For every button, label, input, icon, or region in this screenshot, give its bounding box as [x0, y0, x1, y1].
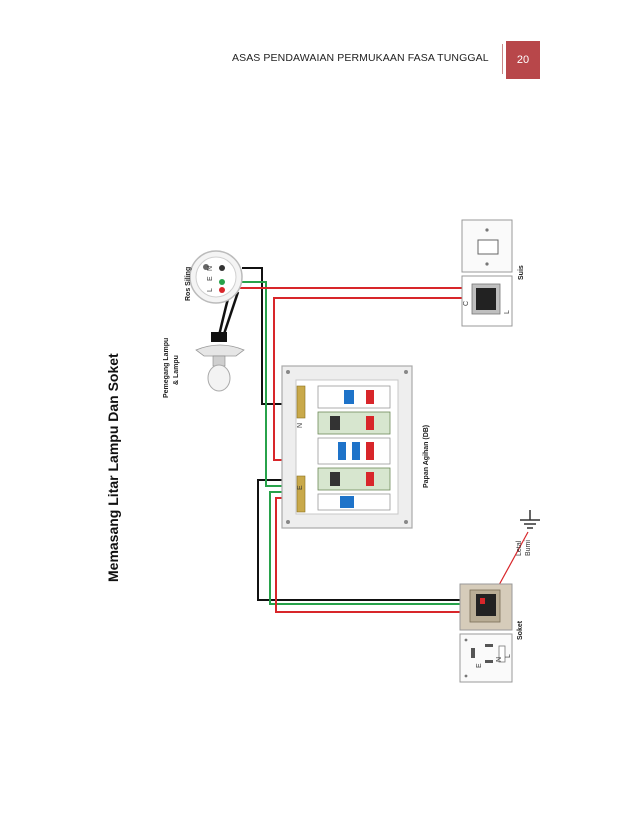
rccb-1: [317, 411, 391, 435]
switch-plate: [461, 219, 513, 273]
wire-neutral-socket: [257, 479, 478, 601]
earth-busbar: [296, 475, 306, 513]
label-switch: Suis: [518, 265, 525, 280]
socket-terminal-n: N: [496, 657, 503, 662]
label-earth-electrode-1: Letal: [516, 540, 523, 556]
socket-faceplate: [459, 633, 513, 683]
rose-terminal-l: L: [207, 288, 214, 292]
breaker-row-top: [317, 385, 391, 409]
page-number: 20: [516, 54, 530, 66]
ceiling-rose: L E N: [189, 250, 243, 304]
mcb-bank: [317, 437, 391, 465]
page-number-badge: 20: [506, 41, 540, 79]
distribution-board: [281, 365, 413, 529]
neutral-busbar: [296, 385, 306, 419]
busbar-label-n: N: [297, 423, 304, 428]
header-divider: [502, 44, 503, 74]
switch-terminal-l: L: [504, 310, 511, 314]
label-distribution-board: Papan Agihan (DB): [423, 425, 430, 488]
switch-backbox: [461, 275, 513, 327]
rccb-2: [317, 467, 391, 491]
socket-backbox: [459, 583, 513, 631]
label-ceiling-rose: Ros Siling: [185, 267, 192, 301]
rose-terminal-n: N: [207, 266, 214, 271]
label-lamp-holder-1: Pemegang Lampu: [163, 338, 170, 398]
switch-terminal-c: C: [463, 301, 470, 306]
lamp-holder-and-bulb: [195, 332, 245, 392]
main-switch: [317, 493, 391, 511]
rose-terminal-e: E: [207, 276, 214, 281]
label-lamp-holder-2: & Lampu: [173, 355, 180, 385]
diagram-title: Memasang Litar Lampu Dan Soket: [105, 353, 121, 582]
busbar-label-e: E: [297, 485, 304, 490]
earth-electrode-icon: [520, 510, 540, 529]
wire-neutral-rose: [242, 267, 300, 405]
socket-terminal-l: L: [505, 654, 512, 658]
socket-terminal-e: E: [476, 663, 483, 668]
header-title: ASAS PENDAWAIAN PERMUKAAN FASA TUNGGAL: [232, 52, 489, 64]
label-earth-electrode-2: Bumi: [525, 540, 532, 556]
label-socket: Soket: [517, 620, 524, 640]
